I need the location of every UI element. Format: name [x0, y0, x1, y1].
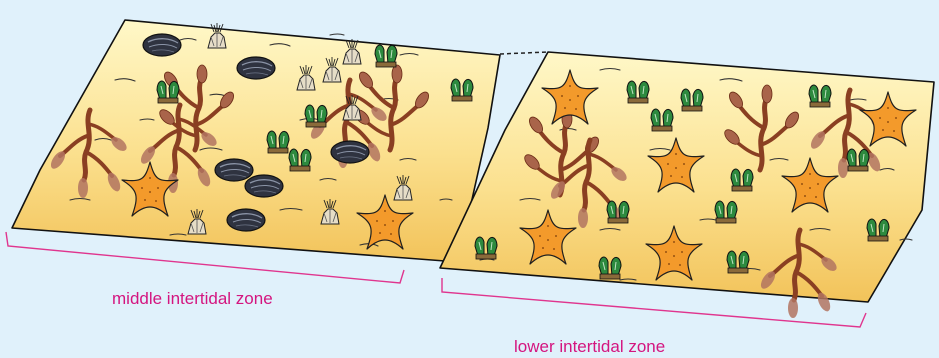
- middle-zone-label: middle intertidal zone: [112, 289, 273, 309]
- middle-zone-panel: [12, 20, 500, 262]
- mussel-icon: [227, 209, 265, 231]
- mussel-icon: [245, 175, 283, 197]
- lower-zone-panel: [440, 52, 934, 318]
- lower-zone-label: lower intertidal zone: [514, 337, 665, 357]
- mussel-icon: [143, 34, 181, 56]
- mussel-icon: [215, 159, 253, 181]
- mussel-icon: [331, 141, 369, 163]
- mussel-icon: [237, 57, 275, 79]
